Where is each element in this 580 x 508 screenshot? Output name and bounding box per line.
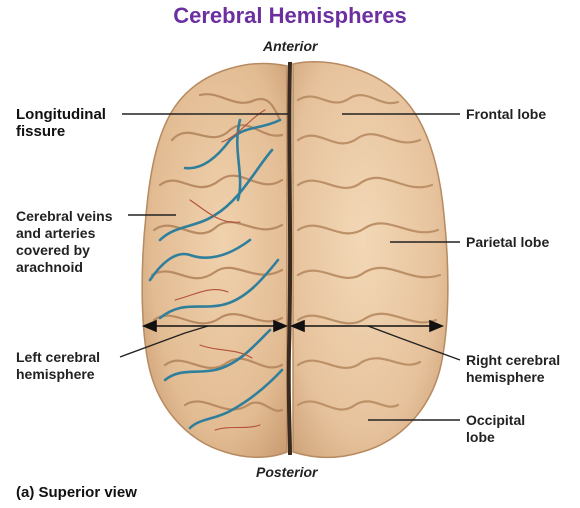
cerebral-arteries (174, 109, 266, 431)
right-hemisphere-shape (292, 61, 449, 459)
label-frontal-lobe: Frontal lobe (466, 106, 547, 122)
left-hemisphere-shape (141, 62, 288, 459)
label-cerebral-veins: Cerebral veins and arteries covered by a… (16, 208, 113, 275)
label-occipital-lobe: Occipital lobe (466, 412, 526, 445)
anterior-label: Anterior (263, 38, 318, 54)
label-longitudinal-fissure: Longitudinal fissure (16, 106, 106, 140)
leader-lines (119, 113, 461, 421)
label-left-hemisphere: Left cerebral hemisphere (16, 349, 101, 382)
cerebral-veins (148, 118, 284, 430)
left-gyri (150, 93, 284, 412)
leader-left-hemisphere (119, 325, 209, 358)
figure-caption: (a) Superior view (16, 484, 137, 501)
longitudinal-fissure-line (286, 61, 293, 456)
posterior-label: Posterior (256, 464, 318, 480)
hemisphere-width-arrows (141, 319, 445, 333)
label-parietal-lobe: Parietal lobe (466, 234, 550, 250)
right-gyri (296, 94, 442, 411)
leader-right-hemisphere (367, 325, 461, 361)
label-right-hemisphere: Right cerebral hemisphere (466, 352, 561, 385)
page-title: Cerebral Hemispheres (173, 3, 407, 28)
